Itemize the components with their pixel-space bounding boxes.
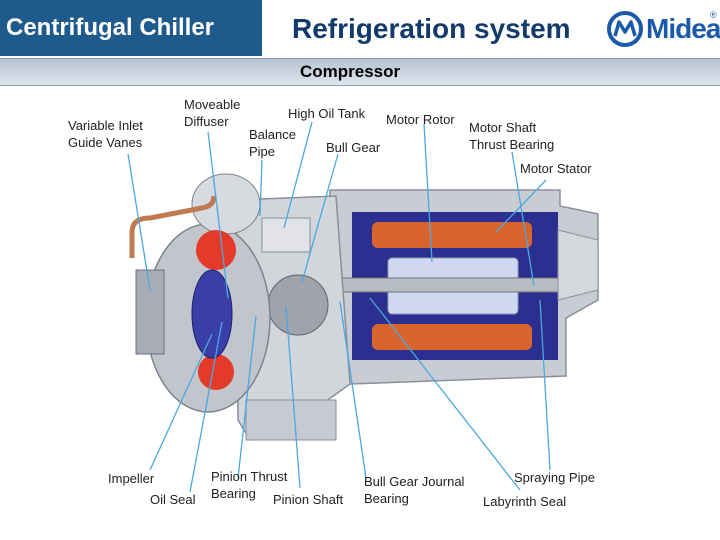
label-spraying-pipe: Spraying Pipe [514, 470, 595, 485]
leader-moveable-diffuser [207, 131, 229, 299]
leader-pinion-shaft [285, 305, 301, 489]
label-motor-shaft-thrust-bearing: Motor Shaft Thrust Bearing [469, 120, 555, 152]
impeller [191, 269, 233, 359]
balance-pipe [129, 195, 217, 258]
label-moveable-diffuser: Moveable Diffuser [184, 97, 241, 129]
subtitle: Compressor [300, 62, 401, 81]
leader-high-oil-tank [283, 121, 313, 229]
label-motor-stator: Motor Stator [520, 161, 592, 176]
header-left-bar: Centrifugal Chiller [0, 0, 262, 56]
leader-pinion-thrust-bearing [237, 315, 257, 479]
leader-impeller [149, 333, 213, 471]
leader-bull-gear-journal-bearing [339, 301, 367, 479]
volute-outlet-top [196, 230, 236, 270]
suction-elbow [191, 173, 261, 235]
label-pinion-thrust-bearing: Pinion Thrust Bearing [211, 469, 288, 501]
label-balance-pipe: Balance Pipe [249, 127, 296, 159]
inlet-guide-vanes [135, 269, 165, 355]
label-pinion-shaft: Pinion Shaft [273, 492, 344, 507]
gearbox-base [245, 399, 337, 441]
motor-end-cover [557, 229, 599, 301]
leader-balance-pipe [259, 159, 263, 217]
label-bull-gear-journal-bearing: Bull Gear Journal Bearing [364, 474, 465, 506]
label-variable-inlet-guide-vanes: Variable Inlet Guide Vanes [68, 118, 143, 150]
motor-stator-top [372, 222, 532, 248]
header-right-title: Refrigeration system [292, 13, 571, 44]
leader-motor-stator [495, 179, 547, 233]
label-motor-rotor: Motor Rotor [386, 112, 455, 127]
bull-gear [267, 274, 329, 336]
header-right: Refrigeration system Midea ® [262, 0, 720, 56]
logo-registered-mark: ® [710, 10, 717, 20]
label-bull-gear: Bull Gear [326, 140, 381, 155]
leader-motor-rotor [423, 123, 433, 263]
leader-guide-vanes [127, 153, 151, 291]
label-impeller: Impeller [108, 471, 155, 486]
leader-oil-seal [189, 321, 223, 493]
leader-bull-gear [301, 153, 339, 283]
header-left-title: Centrifugal Chiller [6, 14, 215, 41]
label-high-oil-tank: High Oil Tank [288, 106, 366, 121]
motor-stator-bottom [372, 324, 532, 350]
midea-logo-icon [607, 11, 643, 47]
logo-wordmark: Midea [646, 13, 720, 44]
oil-tank [261, 217, 311, 253]
label-oil-seal: Oil Seal [150, 492, 196, 507]
leader-spraying-pipe [539, 299, 551, 471]
midea-logo: Midea ® [606, 10, 720, 48]
label-labyrinth-seal: Labyrinth Seal [483, 494, 567, 509]
leader-lines [127, 121, 551, 493]
subtitle-bar: Compressor [0, 58, 720, 86]
leader-motor-shaft-thrust-bearing [511, 151, 535, 287]
leader-labyrinth-seal [369, 297, 521, 491]
volute-outlet-bottom [198, 354, 234, 390]
